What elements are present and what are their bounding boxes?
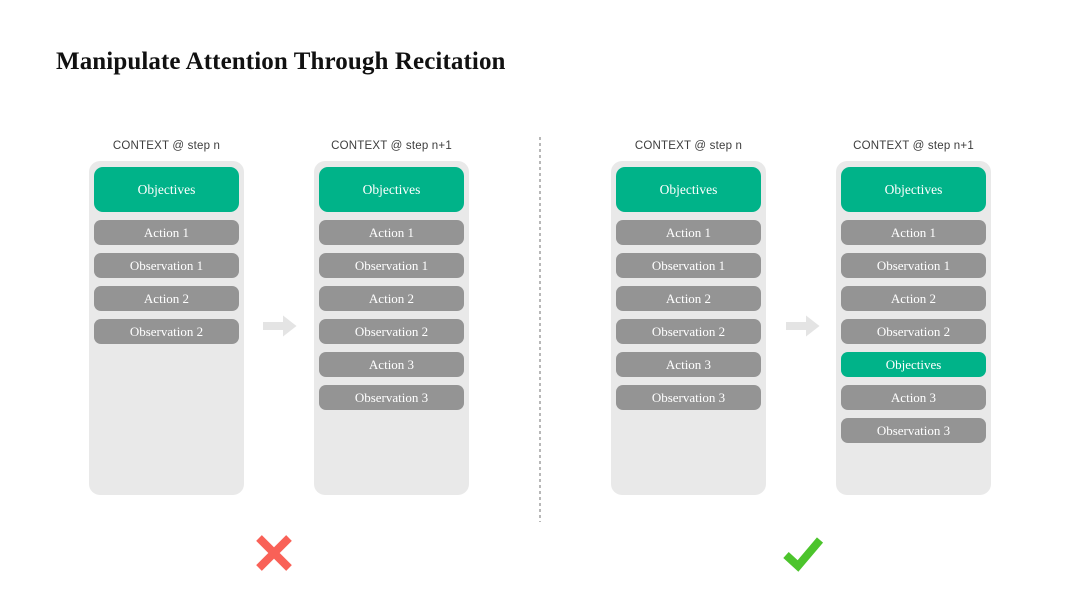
context-item: Action 2 [94,286,239,311]
column-header: CONTEXT @ step n [112,140,221,152]
context-item: Action 1 [841,220,986,245]
cross-icon [251,530,297,576]
context-item: Objectives [94,167,239,212]
column-header: CONTEXT @ step n+1 [331,140,452,152]
page-title: Manipulate Attention Through Recitation [56,48,506,75]
context-item: Observation 2 [841,319,986,344]
context-item: Observation 2 [616,319,761,344]
context-item: Action 1 [319,220,464,245]
context-item: Objectives [616,167,761,212]
arrow-right-icon [263,315,297,337]
context-item: Observation 1 [94,253,239,278]
context-item: Action 3 [841,385,986,410]
panel-divider [539,137,541,522]
column-header: CONTEXT @ step n+1 [853,140,974,152]
context-item: Observation 3 [841,418,986,443]
context-item: Observation 1 [616,253,761,278]
context-item: Action 2 [841,286,986,311]
context-item: Action 2 [319,286,464,311]
context-item: Objectives [319,167,464,212]
context-item: Observation 1 [841,253,986,278]
context-item: Observation 2 [94,319,239,344]
context-item: Action 1 [616,220,761,245]
context-item: Action 3 [319,352,464,377]
context-item: Observation 1 [319,253,464,278]
context-item: Observation 2 [319,319,464,344]
context-item: Objectives [841,352,986,377]
column-header: CONTEXT @ step n [634,140,743,152]
context-item: Objectives [841,167,986,212]
context-item: Action 2 [616,286,761,311]
context-item: Observation 3 [616,385,761,410]
context-item: Observation 3 [319,385,464,410]
check-icon [780,530,826,576]
arrow-right-icon [786,315,820,337]
context-item: Action 1 [94,220,239,245]
context-item: Action 3 [616,352,761,377]
